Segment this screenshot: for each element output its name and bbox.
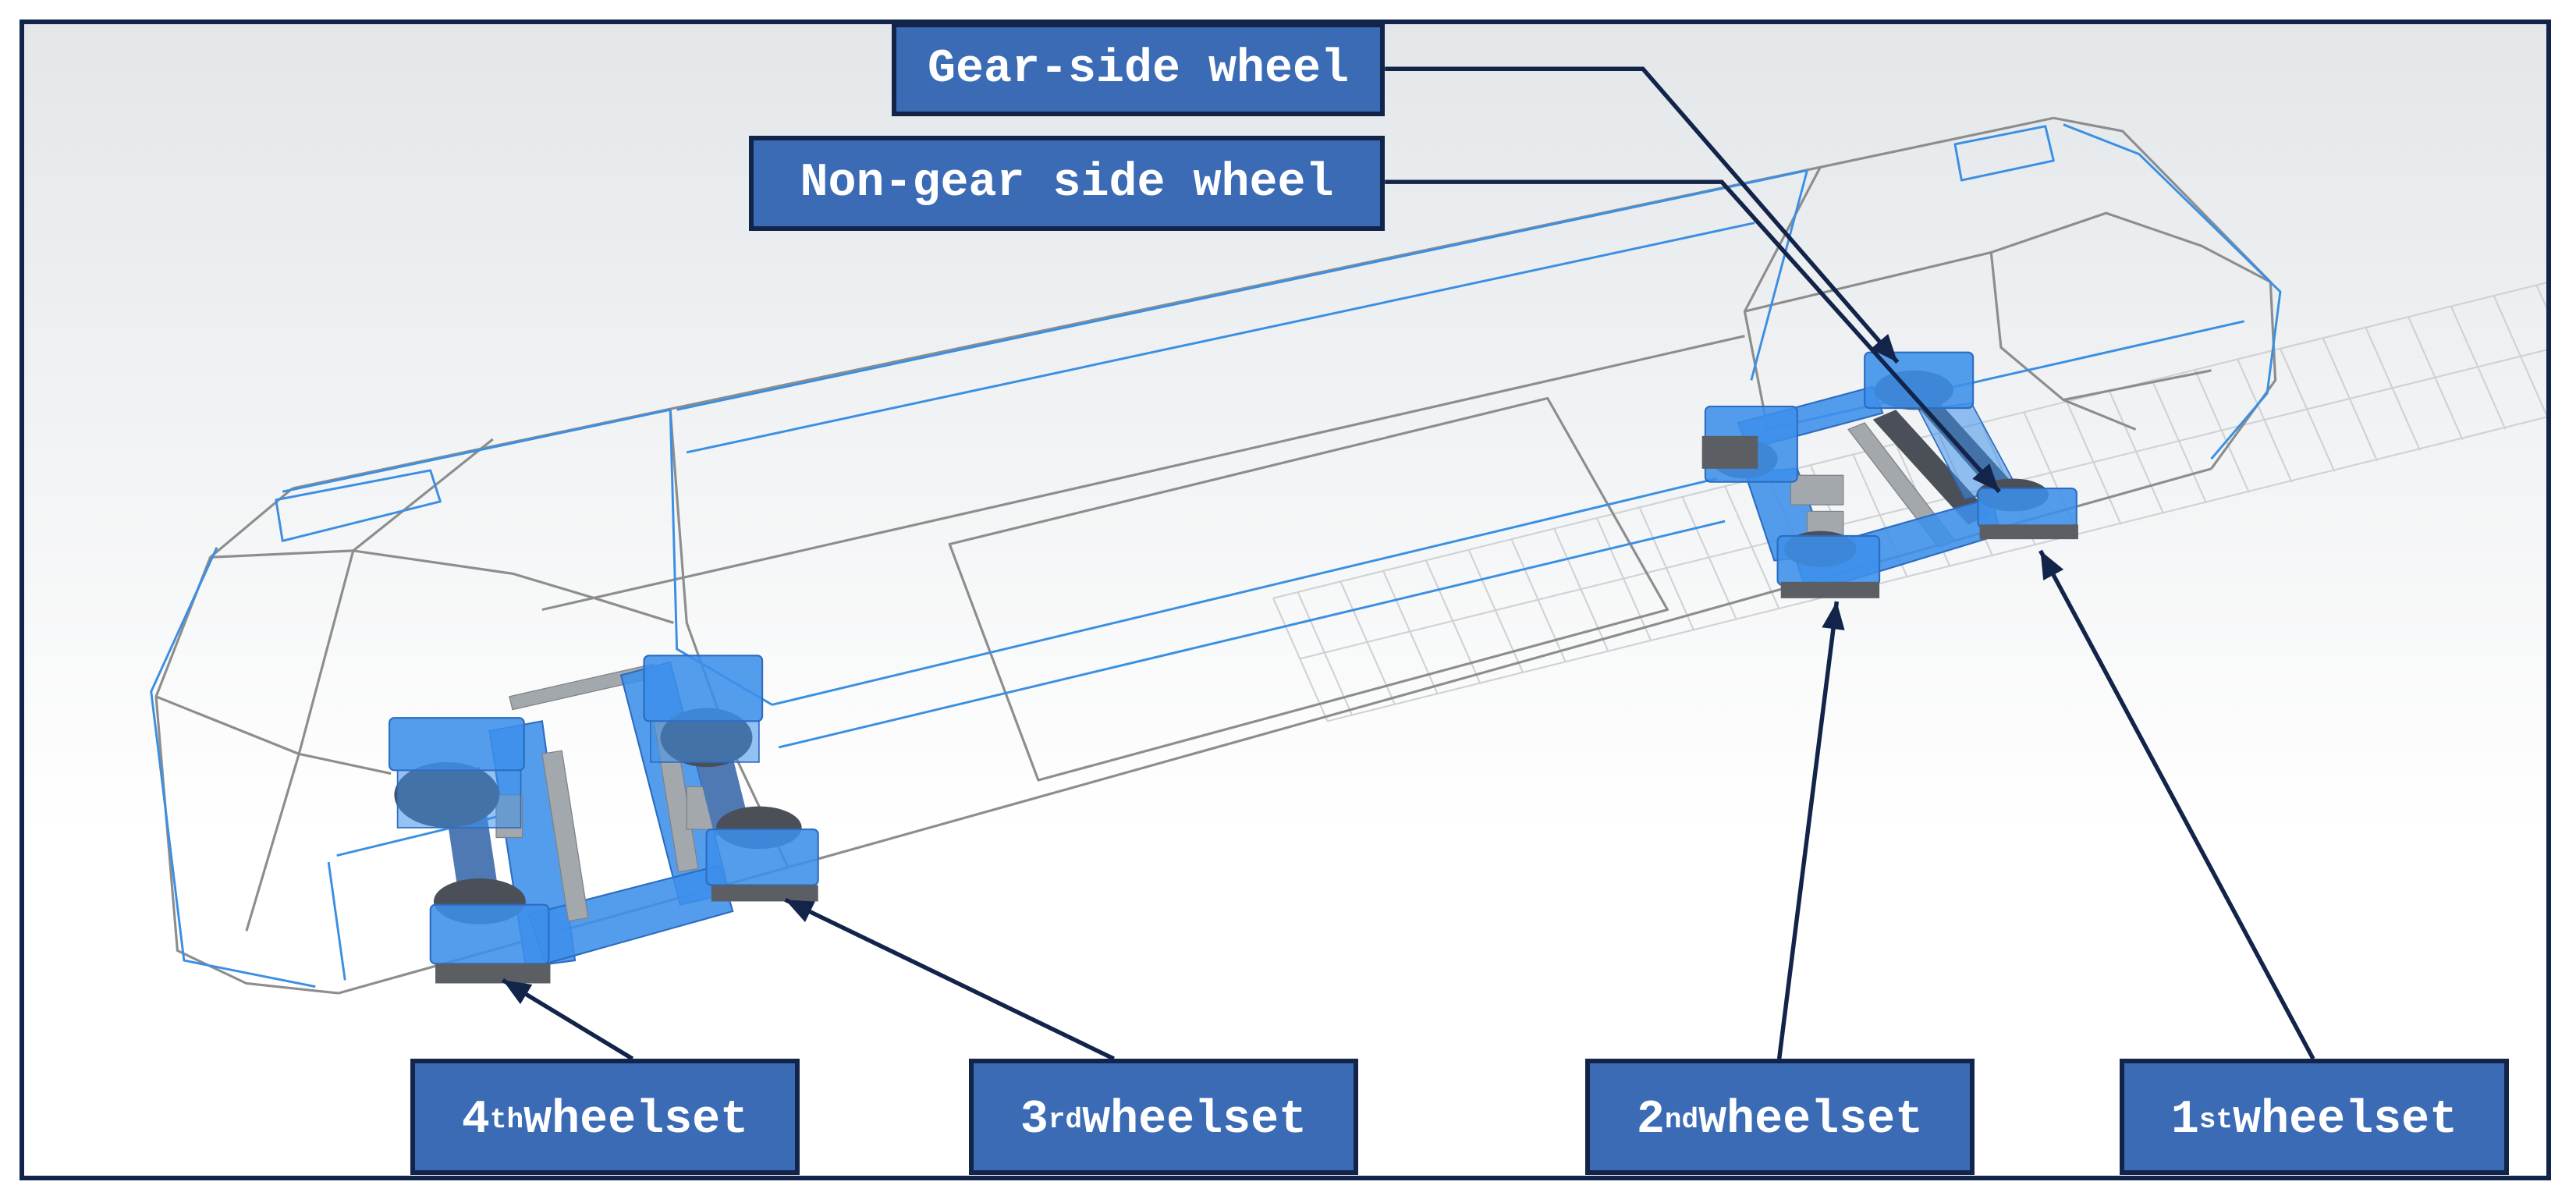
track-tie <box>2450 306 2507 430</box>
right-cab-facet <box>1744 211 2272 313</box>
right-cab-blue-outline <box>2063 123 2282 460</box>
upper-side-frame <box>686 222 1755 454</box>
track-rail-middle <box>1299 348 2549 660</box>
left-cab-lower-line <box>327 861 346 981</box>
callout-arrows <box>501 66 2315 1061</box>
bogie-rod <box>541 750 589 922</box>
track-end <box>1272 598 1329 722</box>
wheelset-word: wheelset <box>1082 1093 1308 1147</box>
wheelset-number: 3 <box>1020 1093 1048 1147</box>
track-tie <box>2194 369 2250 493</box>
non-gear-side-wheel-label: Non-gear side wheel <box>749 136 1385 231</box>
right-cab-facet <box>2063 399 2137 431</box>
left-cab-facet <box>155 695 392 775</box>
track-tie <box>1510 538 1567 663</box>
track-tie <box>1595 517 1652 642</box>
axle-box <box>650 720 760 763</box>
track-tie <box>2365 327 2421 451</box>
rail-contact-block <box>711 885 818 902</box>
track-tie <box>1681 496 1737 620</box>
body-side-line <box>541 335 1745 612</box>
non-gear-side-wheel-arrow <box>1385 179 2001 494</box>
track-rail-lower <box>1327 416 2549 722</box>
right-cab-wall-blue <box>1750 170 1808 381</box>
track-tie <box>1724 485 1780 610</box>
wheelset-number: 4 <box>461 1093 490 1147</box>
label-text: Non-gear side wheel <box>800 157 1334 210</box>
track-tie <box>2108 390 2165 515</box>
wheelset-number: 2 <box>1636 1093 1665 1147</box>
track-tie <box>2151 380 2208 504</box>
wheelset-3-arrow <box>784 897 1115 1061</box>
center-side-panel <box>948 396 1669 782</box>
wheelset-word: wheelset <box>523 1093 749 1147</box>
track-tie <box>2066 401 2122 525</box>
wheelset-2-arrow <box>1776 601 1845 1059</box>
drive-motor <box>1790 474 1844 506</box>
scene-content <box>150 66 2549 1061</box>
track-tie <box>1339 580 1396 705</box>
gear-shaft <box>1872 410 1992 525</box>
wheelset-number: 1 <box>2170 1093 2199 1147</box>
rail-contact-block <box>1701 435 1758 469</box>
track-tie <box>2237 359 2293 483</box>
track-tie <box>1297 591 1354 716</box>
track-tie <box>2322 337 2379 462</box>
left-cab-blue-outline <box>150 547 316 988</box>
rail-contact-block <box>1780 581 1880 598</box>
lower-side-frame <box>772 477 1717 706</box>
car-body-blue-wireframe <box>150 123 2282 988</box>
gear-side-wheel-label: Gear-side wheel <box>892 23 1385 116</box>
wheelset-1-arrow <box>2038 549 2315 1060</box>
left-cab-window <box>275 469 442 542</box>
lower-side-frame <box>778 520 1726 749</box>
track-tie <box>1553 528 1609 652</box>
axle-box <box>1864 351 1975 410</box>
track-rail-upper <box>1272 281 2549 599</box>
left-cab-roof-line <box>282 408 671 493</box>
rail-contact-block <box>1979 524 2078 540</box>
left-cab-facet <box>353 549 674 624</box>
wheelset-word: wheelset <box>2233 1093 2458 1147</box>
label-text: Gear-side wheel <box>927 43 1350 96</box>
right-cab-window <box>1953 125 2055 182</box>
track-tie <box>2407 316 2464 441</box>
axle-box <box>396 769 522 829</box>
track-tie <box>2535 285 2549 314</box>
track-tie <box>1638 506 1695 631</box>
track-tie <box>2493 295 2549 419</box>
gear-side-wheel-arrow <box>1385 66 1900 364</box>
wheelset-word: wheelset <box>1698 1093 1924 1147</box>
rear-bogie <box>389 655 819 984</box>
wheelset-4-arrow <box>501 978 634 1061</box>
upper-side-frame <box>676 169 1808 411</box>
right-cab-facet <box>1989 252 2212 402</box>
track-tie <box>2279 348 2336 472</box>
figure-frame <box>20 20 2551 1180</box>
